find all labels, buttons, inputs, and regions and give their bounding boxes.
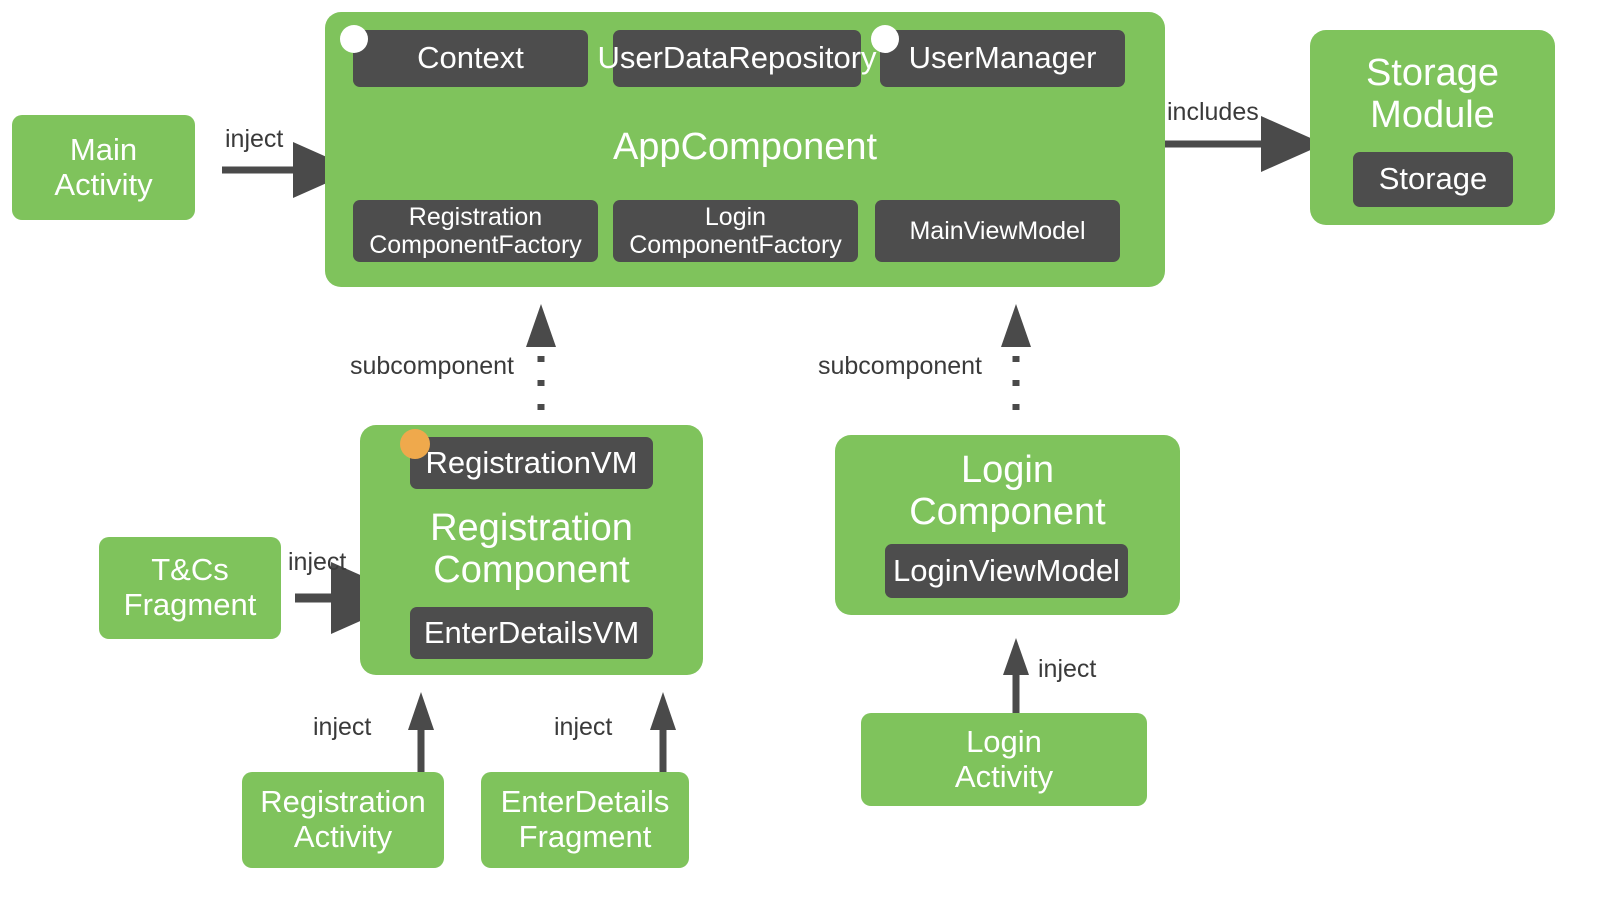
storage-module-title: Storage Module: [1365, 52, 1500, 136]
client-registration-activity[interactable]: Registration Activity: [242, 772, 444, 868]
registration-component-title: Registration Component: [430, 507, 633, 591]
arrow-enter-details-fragment-inject: [650, 692, 676, 772]
binding-registration-component-factory[interactable]: Registration ComponentFactory: [353, 200, 598, 262]
binding-login-view-model[interactable]: LoginViewModel: [885, 544, 1128, 598]
binding-main-view-model[interactable]: MainViewModel: [875, 200, 1120, 262]
arrow-login-activity-inject: [1003, 638, 1029, 718]
client-login-activity[interactable]: Login Activity: [861, 713, 1147, 806]
edge-label-registration-activity-inject: inject: [313, 713, 372, 741]
edge-label-enter-details-fragment-inject: inject: [554, 713, 613, 741]
edge-label-main-activity-inject: inject: [225, 125, 284, 153]
binding-enter-details-vm[interactable]: EnterDetailsVM: [410, 607, 653, 659]
arrow-login-subcomponent: [1001, 304, 1031, 410]
arrow-registration-activity-inject: [408, 692, 434, 772]
singleton-scope-dot-icon-2: [871, 25, 899, 53]
edge-label-app-includes-storage: includes: [1167, 98, 1259, 126]
binding-login-component-factory[interactable]: Login ComponentFactory: [613, 200, 858, 262]
edge-label-login-activity-inject: inject: [1038, 655, 1097, 683]
binding-storage[interactable]: Storage: [1353, 152, 1513, 207]
edge-label-tcs-fragment-inject: inject: [288, 548, 347, 576]
registration-scope-dot-icon: [400, 429, 430, 459]
client-tcs-fragment[interactable]: T&Cs Fragment: [99, 537, 281, 639]
binding-user-manager[interactable]: UserManager: [880, 30, 1125, 87]
binding-registration-vm[interactable]: RegistrationVM: [410, 437, 653, 489]
edge-label-login-subcomponent: subcomponent: [818, 352, 983, 380]
login-component-title: Login Component: [909, 449, 1106, 533]
singleton-scope-dot-icon: [340, 25, 368, 53]
app-component-title: AppComponent: [612, 125, 878, 168]
arrow-registration-subcomponent: [526, 304, 556, 410]
edge-label-registration-subcomponent: subcomponent: [350, 352, 515, 380]
client-enter-details-fragment[interactable]: EnterDetails Fragment: [481, 772, 689, 868]
binding-user-data-repository[interactable]: UserDataRepository: [597, 30, 877, 87]
client-main-activity[interactable]: Main Activity: [12, 115, 195, 220]
binding-context[interactable]: Context: [353, 30, 588, 87]
